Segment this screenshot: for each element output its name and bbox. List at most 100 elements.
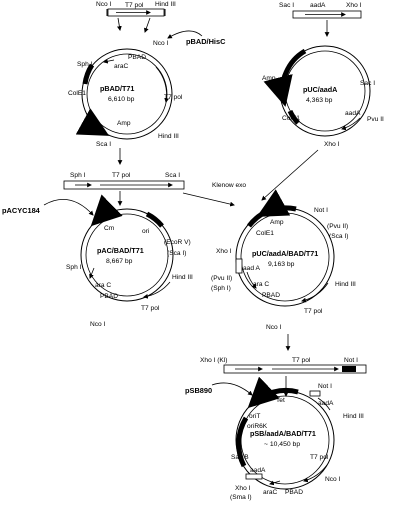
- plasmid-ring-inner: [85, 213, 169, 297]
- cole1-segment: [287, 109, 300, 125]
- not1-block: [342, 366, 356, 372]
- plasmid-size: 4,363 bp: [306, 97, 333, 104]
- feature-nco1: Nco I: [153, 40, 169, 47]
- feature-t7pol: T7 pol: [141, 305, 160, 312]
- t7pol-segment: [143, 281, 171, 299]
- pbad-hisc-arrow: pBAD/HisC: [167, 30, 226, 46]
- plasmid-pbad-t71: pBAD/T71 6,610 bp Nco I araC PBAD Sph I …: [68, 40, 183, 148]
- feature-pbad: PBAD: [285, 489, 303, 496]
- arac-arrow: [269, 480, 281, 486]
- fragment-bar-mid-left: Sph I T7 pol Sca I: [63, 172, 185, 206]
- feature-t7pol: T7 pol: [310, 454, 329, 461]
- mid-sph-label: Sph I: [70, 172, 86, 179]
- plasmid-size: 9,163 bp: [268, 261, 295, 268]
- psb890-curve: [211, 382, 253, 396]
- feature-xho1: Xho I: [216, 248, 232, 255]
- klenow-exo: Klenow exo: [182, 149, 319, 207]
- t7pol-segment: [155, 66, 170, 103]
- fragment-bar-lower: Xho I (Kl) T7 pol Not I: [200, 357, 367, 397]
- mid-sca-label: Sca I: [165, 172, 180, 179]
- top-aada-label: aadA: [310, 2, 326, 9]
- tet-segment: [247, 376, 299, 409]
- feature-arac: ara C: [95, 282, 111, 289]
- feature-pvu2b: (Pvu II): [211, 275, 232, 282]
- feature-pvu2: (Pvu II): [327, 223, 348, 230]
- feature-nco1: Nco I: [90, 321, 106, 328]
- feature-aada: aadA: [345, 110, 361, 117]
- arac-segment: [246, 271, 257, 289]
- plasmid-name: pBAD/T71: [100, 84, 134, 93]
- fragment-bar-top-right: Sac I aadA Xho I: [279, 2, 362, 37]
- mid-t7pol-label: T7 pol: [112, 172, 131, 179]
- feature-hind3: Hind III: [335, 281, 356, 288]
- insert-arrow-2: [144, 17, 151, 33]
- klenow-label: Klenow exo: [212, 182, 246, 189]
- aada-top-cassette: [309, 390, 321, 397]
- feature-hind3: Hind III: [158, 133, 179, 140]
- top-xho1-label: Xho I: [346, 2, 362, 9]
- top-nco1-label: Nco I: [96, 1, 112, 8]
- feature-orir6k: oriR6K: [247, 423, 268, 430]
- plasmid-puc-aada: pUC/aadA 4,363 bp Amp ColE1 Sac I aadA P…: [262, 45, 384, 148]
- plasmid-ring: [80, 208, 174, 302]
- sacb-segment: [236, 416, 249, 468]
- feature-arac: araC: [263, 489, 278, 496]
- amp-segment: [263, 48, 307, 107]
- amp-segment: [75, 108, 110, 136]
- feature-cole1: ColE1: [282, 115, 300, 122]
- pbad-hisc-curve: [167, 30, 203, 39]
- feature-sca1: Sca I: [96, 141, 111, 148]
- lower-t7pol-label: T7 pol: [292, 357, 311, 364]
- feature-nco1: Nco I: [266, 324, 282, 331]
- psb890-arrow: pSB890: [185, 382, 253, 396]
- feature-hind3: Hind III: [343, 413, 364, 420]
- pbad-hisc-label: pBAD/HisC: [186, 37, 226, 46]
- ori-segment: [145, 211, 164, 228]
- feature-pbad: PBAD: [128, 54, 146, 61]
- feature-t7pol: T7 pol: [304, 308, 323, 315]
- feature-tet: Tet: [276, 397, 285, 404]
- plasmid-name: pSB/aadA/BAD/T71: [250, 429, 316, 438]
- feature-not1: Not I: [314, 207, 328, 214]
- feature-sca1: (Sca I): [167, 250, 186, 257]
- plasmid-puc-aada-bad-t71: pUC/aadA/BAD/T71 9,163 bp Amp ColE1 Not …: [211, 189, 356, 331]
- feature-arac: araC: [114, 63, 129, 70]
- aada-bottom-cassette: [245, 473, 263, 480]
- aada-segment: [341, 117, 361, 131]
- feature-ori: ori: [142, 228, 150, 235]
- feature-sph1: Sph I: [66, 264, 82, 271]
- arac-arrow: [89, 267, 95, 279]
- plasmid-size: 8,667 bp: [106, 258, 133, 265]
- aada-cassette: [235, 258, 243, 274]
- insert-arrow-1: [117, 17, 122, 31]
- arac-arrow: [103, 58, 115, 64]
- feature-amp: Amp: [117, 120, 131, 127]
- top-t7pol-label: T7 pol: [125, 2, 144, 9]
- feature-xho1: Xho I: [324, 141, 340, 148]
- plasmid-size: ~ 10,450 bp: [264, 441, 300, 448]
- plasmid-name: pUC/aadA/BAD/T71: [252, 249, 318, 258]
- feature-pbad: PBAD: [100, 293, 118, 300]
- fragment-to-p4-arrow: [182, 192, 235, 207]
- top-hind3-label: Hind III: [155, 1, 176, 8]
- lower-xho-label: Xho I (Kl): [200, 357, 227, 364]
- feature-pbad: PBAD: [262, 292, 280, 299]
- feature-cm: Cm: [104, 225, 115, 232]
- feature-sph1: (Sph I): [211, 285, 231, 292]
- psb890-label: pSB890: [185, 386, 212, 395]
- feature-sma1: (Sma I): [230, 494, 252, 501]
- p2-to-p4-arrow: [261, 149, 319, 201]
- top-sac1-label: Sac I: [279, 2, 294, 9]
- plasmid-pac-bad-t71: pAC/BAD/T71 8,667 bp Cm ori (EcoR V) (Sc…: [66, 194, 193, 328]
- fragment-bar-top-left: Nco I T7 pol Hind III: [96, 1, 176, 33]
- feature-amp: Amp: [262, 75, 276, 82]
- pacyc-curve: [43, 198, 94, 216]
- feature-sph1: Sph I: [77, 61, 93, 68]
- plasmid-name: pUC/aadA: [303, 85, 337, 94]
- plasmid-size: 6,610 bp: [108, 96, 135, 103]
- feature-not1: Not I: [318, 383, 332, 390]
- plasmid-ring: [81, 48, 173, 140]
- feature-sac1: Sac I: [360, 80, 375, 87]
- feature-aada-bot: aadA: [250, 467, 266, 474]
